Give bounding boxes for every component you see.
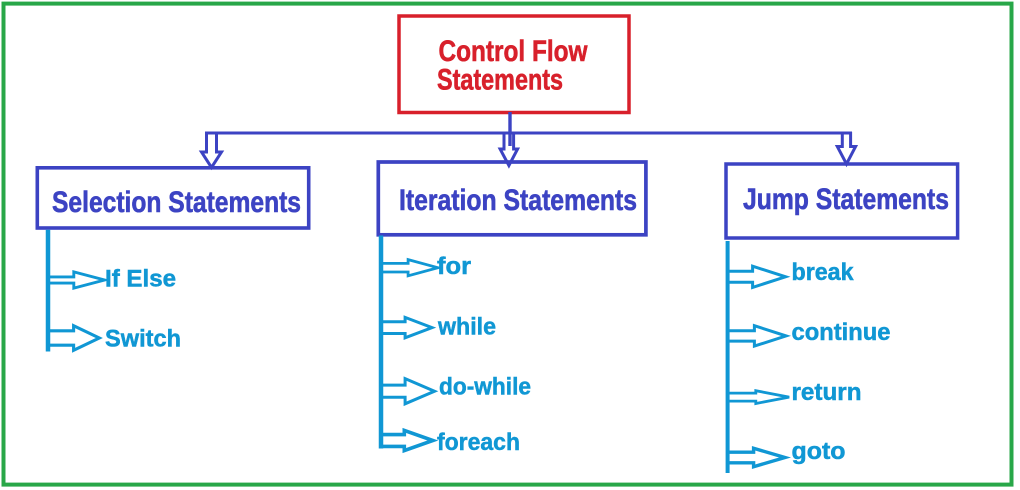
svg-text:Jump Statements: Jump Statements [743, 183, 949, 216]
svg-text:goto: goto [792, 438, 846, 465]
svg-text:foreach: foreach [437, 429, 520, 456]
svg-text:break: break [792, 259, 855, 286]
svg-text:return: return [792, 379, 862, 406]
svg-text:for: for [437, 253, 471, 280]
svg-text:If Else: If Else [105, 266, 176, 293]
svg-text:while: while [437, 314, 496, 341]
svg-text:Control Flow: Control Flow [439, 35, 589, 68]
svg-text:Iteration Statements: Iteration Statements [399, 184, 637, 217]
svg-text:Statements: Statements [437, 64, 563, 97]
svg-text:Switch: Switch [105, 326, 181, 353]
svg-text:Selection Statements: Selection Statements [52, 186, 301, 219]
svg-text:continue: continue [792, 319, 891, 346]
svg-text:do-while: do-while [439, 374, 531, 401]
